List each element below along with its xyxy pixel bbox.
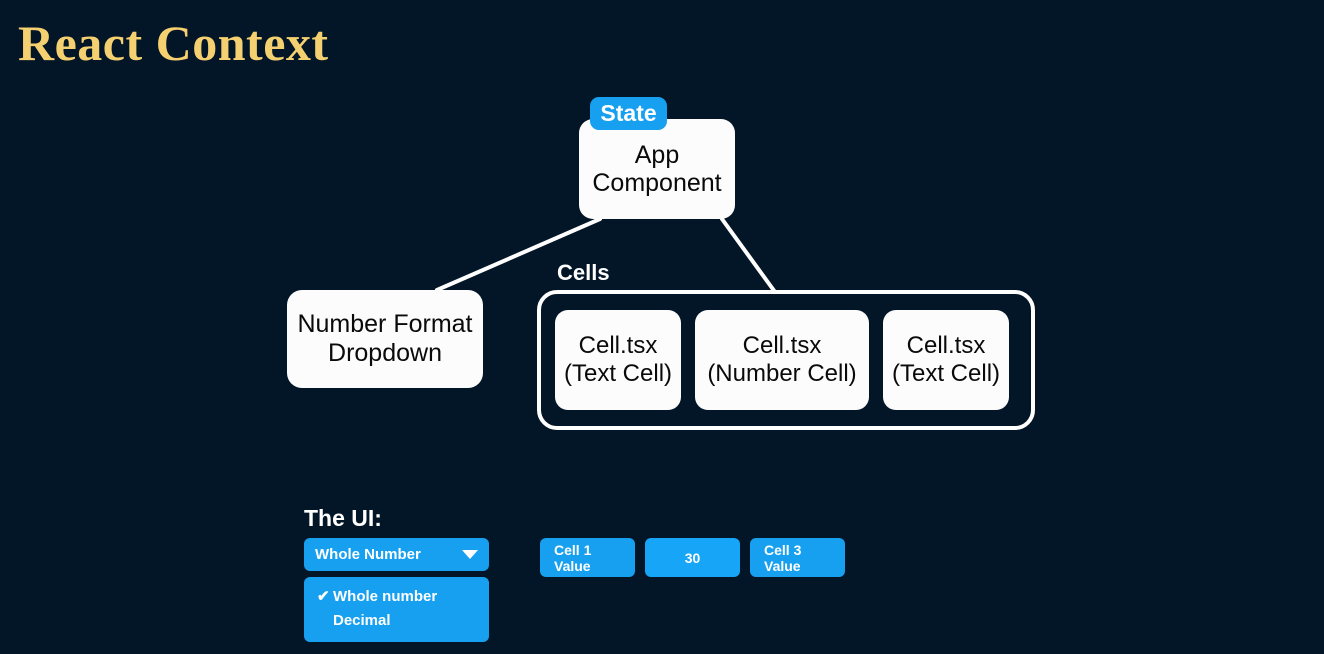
menu-option-whole-number[interactable]: ✔ Whole number [304, 585, 489, 609]
number-format-select[interactable]: Whole Number [304, 538, 489, 571]
number-format-dropdown-label: Number Format Dropdown [297, 310, 473, 367]
app-component-node: App Component [579, 119, 735, 219]
page-title: React Context [18, 15, 329, 71]
menu-option-label: Whole number [333, 588, 438, 605]
number-format-select-menu[interactable]: ✔ Whole number ✔ Decimal [304, 577, 489, 642]
ui-section-heading: The UI: [304, 505, 382, 531]
cell-node: Cell.tsx(Number Cell) [695, 310, 869, 410]
state-badge: State [590, 97, 667, 130]
chevron-down-icon [462, 550, 478, 559]
app-component-label: App Component [592, 141, 722, 197]
cell-3-value-button[interactable]: Cell 3 Value [750, 538, 845, 577]
dropdown-column: Whole Number ✔ Whole number ✔ Decimal [304, 538, 489, 642]
cells-group-label: Cells [557, 260, 610, 285]
cell-node: Cell.tsx(Text Cell) [883, 310, 1009, 410]
cell-2-value-button[interactable]: 30 [645, 538, 740, 577]
ui-demo-row: Whole Number ✔ Whole number ✔ Decimal Ce… [304, 538, 845, 642]
cell-value-buttons: Cell 1 Value 30 Cell 3 Value [540, 538, 845, 577]
cell-node-text: Cell.tsx(Text Cell) [564, 332, 673, 387]
cell-node-text: Cell.tsx(Text Cell) [892, 332, 1001, 387]
cell-node-text: Cell.tsx(Number Cell) [707, 332, 857, 387]
cell-node: Cell.tsx(Text Cell) [555, 310, 681, 410]
menu-option-label: Decimal [333, 612, 391, 629]
number-format-select-value: Whole Number [315, 546, 421, 563]
ui-demo-section: The UI: [304, 505, 382, 544]
check-icon: ✔ [317, 588, 330, 605]
state-badge-label: State [600, 100, 657, 126]
number-format-dropdown-node: Number Format Dropdown [287, 290, 483, 388]
cell-1-value-button[interactable]: Cell 1 Value [540, 538, 635, 577]
cells-group-container: Cell.tsx(Text Cell) Cell.tsx(Number Cell… [537, 290, 1035, 430]
menu-option-decimal[interactable]: ✔ Decimal [304, 609, 489, 633]
